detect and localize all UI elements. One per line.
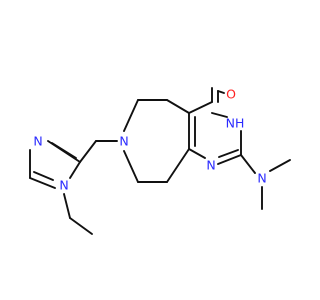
atom-label-oxygen: O [226, 87, 236, 102]
bond-c2-n1-inner [218, 149, 239, 158]
atom-labels: O NH N N N N N [33, 87, 266, 193]
atom-label-amide-nh: NH [226, 116, 245, 131]
atom-label-pyrimidine-n: N [206, 158, 215, 173]
bond-lines [29, 87, 291, 235]
bond-n1-c8a [188, 148, 206, 159]
bond-imid-n1-c2 [69, 161, 81, 179]
bond-c6-n7 [123, 99, 139, 132]
atom-label-azepine-n: N [119, 134, 128, 149]
atom-label-dimethylamino-n: N [257, 171, 266, 186]
bond-c4-n3 [211, 112, 228, 118]
bond-c4-o-connector [217, 90, 225, 94]
bond-n-methyl-1 [269, 159, 291, 172]
bond-c9-c8a [166, 148, 190, 183]
bond-c2-nme2 [240, 154, 256, 174]
bond-imid-c4-c5-inner [33, 171, 54, 181]
bond-c4a-c4 [188, 101, 213, 114]
bond-c2-n1 [217, 154, 242, 165]
atom-label-imidazole-n1: N [59, 178, 68, 193]
atom-label-imidazole-n3: N [33, 134, 42, 149]
bond-imid-c4-c5 [29, 177, 56, 189]
bond-c4a-c5 [166, 99, 190, 114]
bond-imid-c2-n3-inner [51, 142, 77, 159]
molecule-structure: O NH N N N N N [29, 87, 291, 235]
bond-ch2-ch3 [69, 217, 93, 235]
bond-n1-ch2 [63, 193, 71, 219]
bond-ch2-imid-c2 [79, 140, 97, 163]
bond-n7-c8 [123, 150, 139, 183]
